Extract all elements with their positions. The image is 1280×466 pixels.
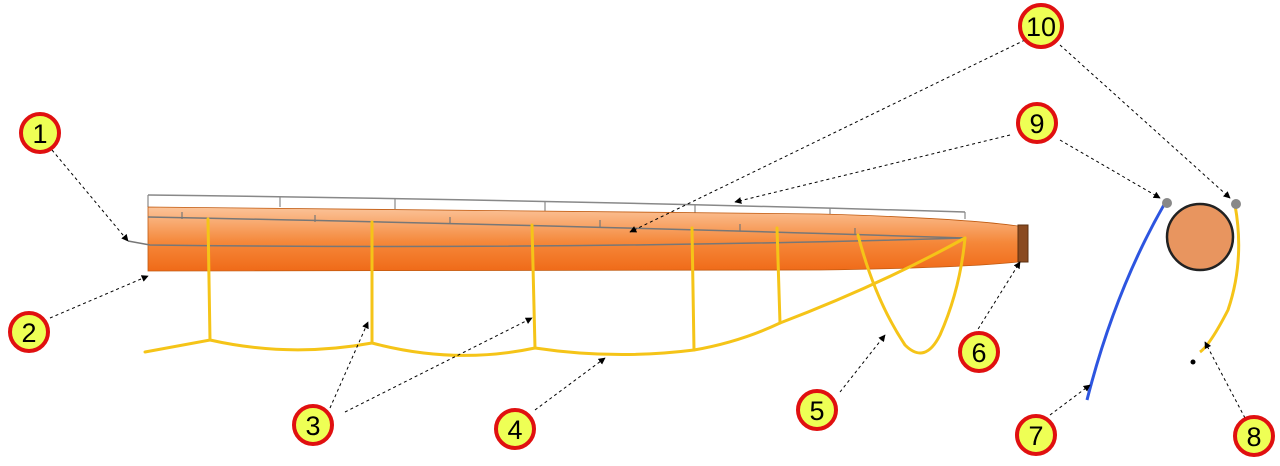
callout-10: 10 <box>1018 3 1064 49</box>
svg-text:10: 10 <box>1026 12 1056 42</box>
blue-cable <box>1085 202 1167 401</box>
leader-lines <box>49 39 1246 419</box>
callout-1: 1 <box>19 112 61 154</box>
callout-2: 2 <box>8 311 50 353</box>
callout-8: 8 <box>1233 415 1275 457</box>
svg-text:4: 4 <box>507 415 522 445</box>
svg-text:7: 7 <box>1028 421 1043 451</box>
callout-7: 7 <box>1015 414 1057 456</box>
callout-4: 4 <box>494 408 536 450</box>
callouts: 1 2 3 4 5 6 7 8 <box>8 3 1275 457</box>
rod-end-cap <box>1017 224 1029 263</box>
blue-attachment-point <box>1162 198 1172 208</box>
callout-5: 5 <box>796 389 838 431</box>
cable-end-dot <box>1190 359 1196 365</box>
callout-3: 3 <box>292 404 334 446</box>
cross-section <box>1085 198 1241 401</box>
svg-text:2: 2 <box>21 318 36 348</box>
svg-text:9: 9 <box>1029 109 1044 139</box>
callout-9: 9 <box>1016 102 1058 144</box>
svg-text:3: 3 <box>305 411 320 441</box>
callout-6: 6 <box>958 331 1000 373</box>
svg-text:5: 5 <box>809 396 824 426</box>
hull-body <box>147 206 1019 272</box>
svg-text:1: 1 <box>32 119 47 149</box>
yellow-attachment-point <box>1231 199 1241 209</box>
svg-text:6: 6 <box>971 338 986 368</box>
svg-text:8: 8 <box>1246 422 1261 452</box>
top-rail <box>147 194 966 219</box>
yellow-rigging <box>143 217 967 357</box>
